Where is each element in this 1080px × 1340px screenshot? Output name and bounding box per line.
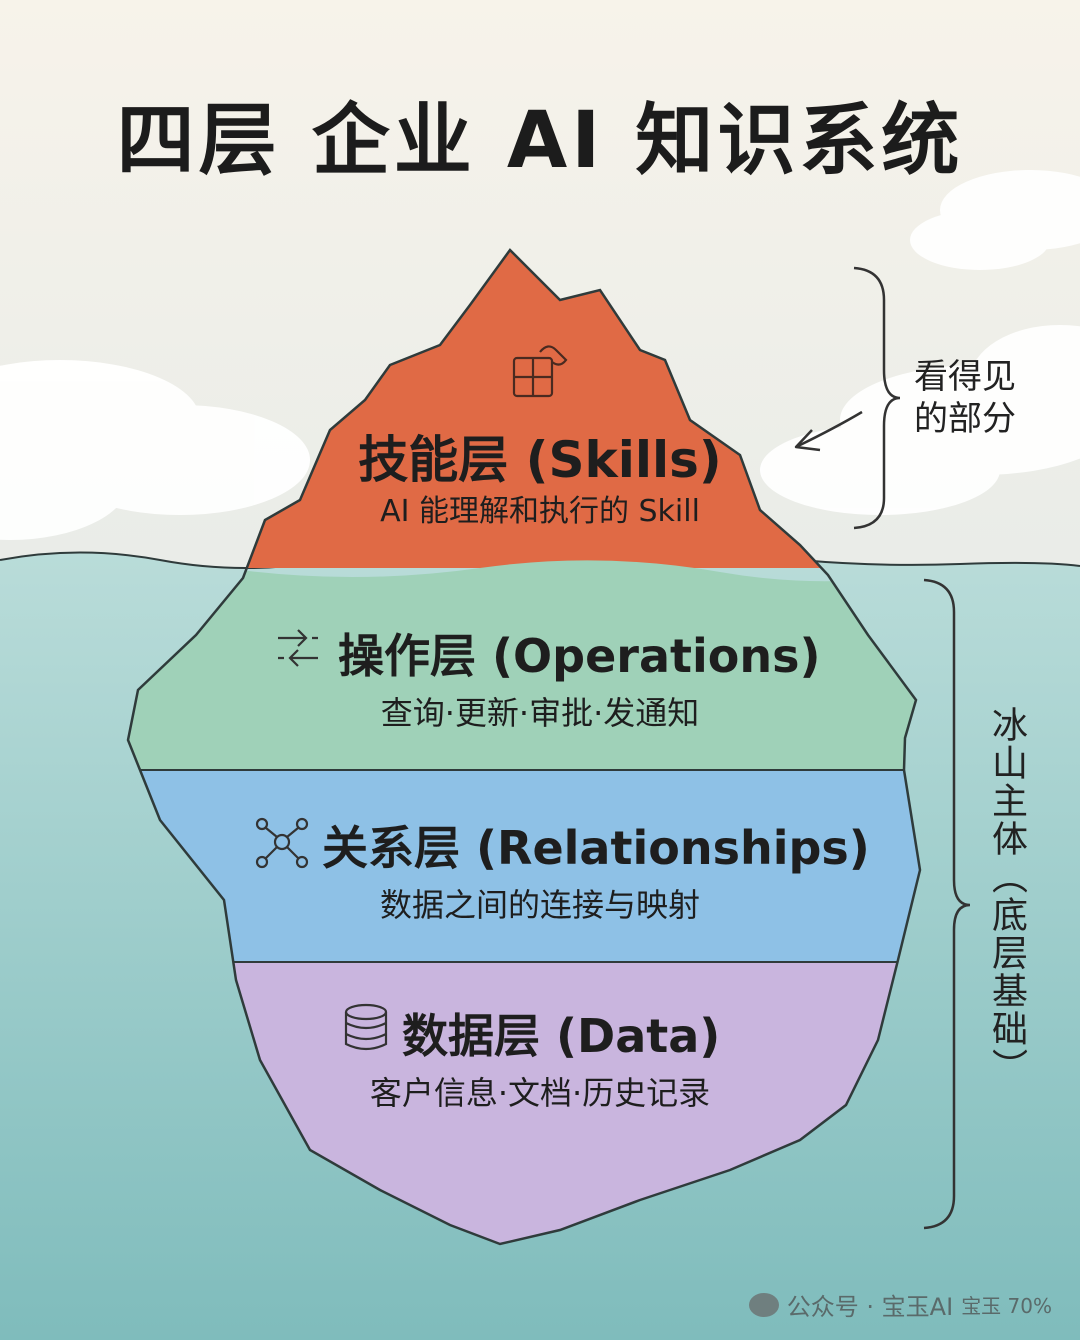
visible-part-label: 看得见 的部分 <box>914 357 1016 439</box>
iceberg-body-label: 冰山主体（底层基础） <box>986 706 1027 1086</box>
relationships-layer-title: 关系层 (Relationships) <box>322 821 870 875</box>
puzzle-icon <box>512 345 568 398</box>
hidden-bracket <box>923 578 971 1230</box>
network-icon <box>255 817 309 869</box>
visible-bracket <box>853 266 901 530</box>
arrow-icon <box>797 410 863 448</box>
operations-layer-title: 操作层 (Operations) <box>338 629 821 683</box>
watermark: 公众号 · 宝玉AI 宝玉 70% <box>748 1287 1052 1322</box>
clouds <box>0 170 1080 540</box>
swap-arrows-icon <box>278 629 318 667</box>
iceberg-outline <box>126 248 922 1246</box>
operations-layer-desc: 查询·更新·审批·发通知 <box>380 694 700 732</box>
watermark-text: 公众号 · 宝玉AI <box>786 1293 954 1321</box>
arrowhead-icon <box>794 429 821 452</box>
page-title: 四层 企业 AI 知识系统 <box>116 96 964 186</box>
relationships-layer-desc: 数据之间的连接与映射 <box>379 886 700 924</box>
skills-layer-title: 技能层 (Skills) <box>358 431 722 489</box>
database-icon <box>344 1003 388 1051</box>
data-layer-title: 数据层 (Data) <box>402 1009 721 1063</box>
watermark-extra: 宝玉 70% <box>961 1294 1052 1318</box>
skills-layer-desc: AI 能理解和执行的 Skill <box>380 494 700 529</box>
operations-band <box>128 560 920 770</box>
wechat-icon <box>748 1292 779 1317</box>
data-layer-desc: 客户信息·文档·历史记录 <box>369 1074 711 1112</box>
